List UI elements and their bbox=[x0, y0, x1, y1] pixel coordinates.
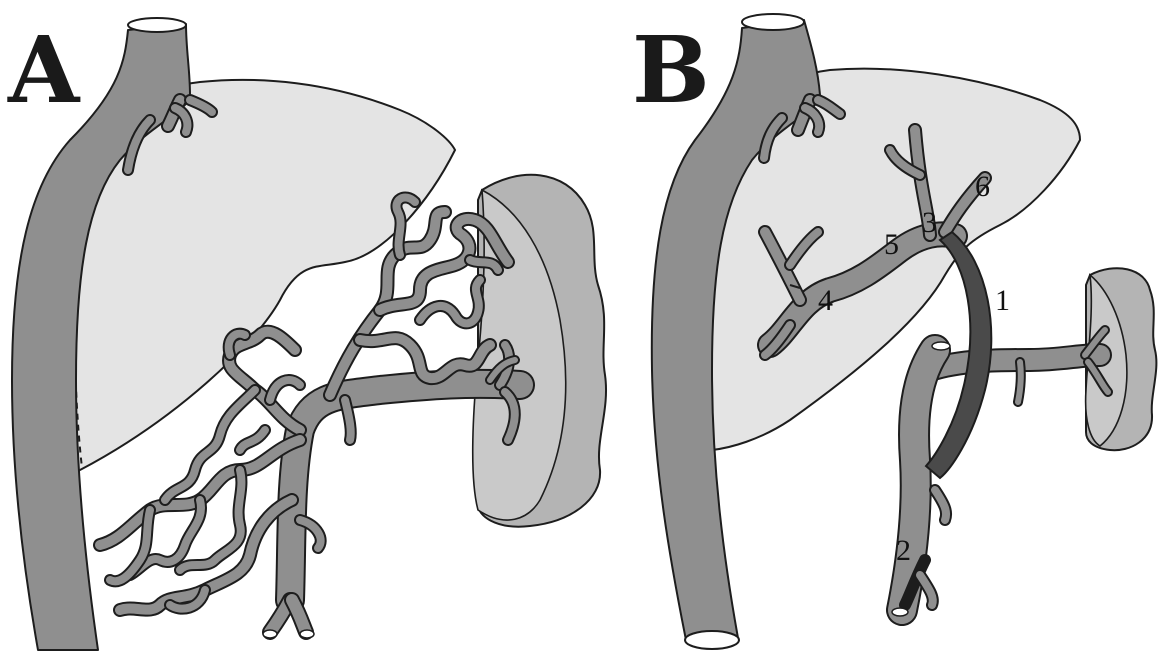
label-1: 1 bbox=[995, 284, 1010, 317]
label-3: 3 bbox=[922, 206, 937, 239]
label-6: 6 bbox=[975, 170, 990, 203]
panel-a-letter: A bbox=[7, 16, 81, 124]
portal-trunk-b bbox=[892, 342, 950, 616]
panel-b: B bbox=[632, 14, 1156, 649]
label-5: 5 bbox=[884, 228, 899, 261]
panel-b-letter: B bbox=[632, 16, 710, 124]
splenic-vein-b bbox=[930, 330, 1108, 402]
label-4: 4 bbox=[818, 284, 833, 317]
label-2: 2 bbox=[896, 534, 911, 567]
panel-a: A bbox=[7, 16, 606, 650]
